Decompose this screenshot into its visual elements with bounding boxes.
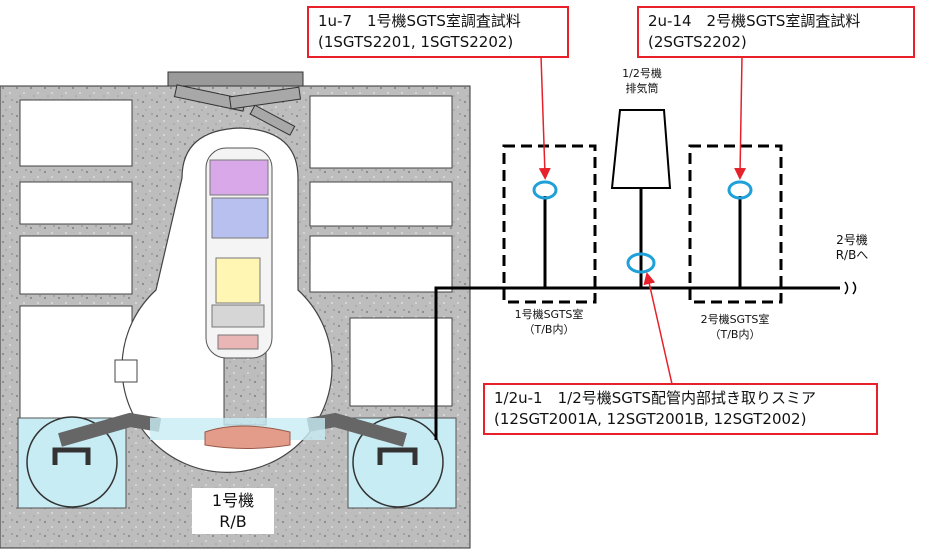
to-unit2-label: 2号機 R/Bへ: [818, 233, 886, 263]
building-label-line1: 1号機: [211, 491, 255, 510]
building-label: 1号機 R/B: [192, 488, 274, 534]
arrow-unit1: [538, 55, 551, 180]
to-unit2-label-line1: 2号機: [836, 233, 868, 247]
building-label-line2: R/B: [219, 512, 247, 531]
roof-debris: [167, 71, 304, 136]
reactor-pressure-vessel: [205, 147, 273, 359]
arrow-unit2: [734, 55, 747, 180]
callout-unit2-line2: (2SGTS2202): [648, 33, 747, 51]
stack-label: 1/2号機 排気筒: [605, 66, 679, 96]
callout-unit1-sample: 1u-7 1号機SGTS室調査試料 (1SGTS2201, 1SGTS2202): [307, 6, 569, 58]
unit2-sgts-room-box: [688, 144, 783, 304]
sample-marker-unit1: [532, 180, 558, 200]
unit2-room-label: 2号機SGTS室 （T/B内）: [680, 312, 790, 342]
callout-unit2-sample: 2u-14 2号機SGTS室調査試料 (2SGTS2202): [637, 6, 915, 58]
sample-marker-unit2: [727, 180, 753, 200]
stack-label-line1: 1/2号機: [622, 67, 662, 80]
unit1-sgts-room-box: [502, 144, 597, 304]
sample-marker-pipe: [626, 252, 656, 274]
callout-unit1-line2: (1SGTS2201, 1SGTS2202): [318, 33, 514, 51]
unit1-room-label-line1: 1号機SGTS室: [514, 308, 584, 321]
callout-pipe-line2: (12SGT2001A, 12SGT2001B, 12SGT2002): [494, 410, 807, 428]
unit2-room-label-line2: （T/B内）: [709, 328, 761, 341]
exhaust-stack: [610, 109, 672, 189]
callout-pipe-smear: 1/2u-1 1/2号機SGTS配管内部拭き取りスミア (12SGT2001A,…: [483, 383, 878, 435]
unit1-room-label: 1号機SGTS室 （T/B内）: [494, 307, 604, 337]
stack-label-line2: 排気筒: [625, 82, 659, 95]
arrow-pipe: [643, 272, 673, 385]
unit2-room-label-line1: 2号機SGTS室: [700, 313, 770, 326]
suppression-chamber-right: [306, 412, 457, 509]
callout-unit1-line1: 1u-7 1号機SGTS室調査試料: [318, 12, 521, 30]
unit1-room-label-line2: （T/B内）: [523, 323, 575, 336]
to-unit2-label-line2: R/Bへ: [835, 248, 869, 262]
callout-pipe-line1: 1/2u-1 1/2号機SGTS配管内部拭き取りスミア: [494, 389, 817, 407]
reactor-building: [0, 71, 471, 549]
callout-unit2-line1: 2u-14 2号機SGTS室調査試料: [648, 12, 861, 30]
